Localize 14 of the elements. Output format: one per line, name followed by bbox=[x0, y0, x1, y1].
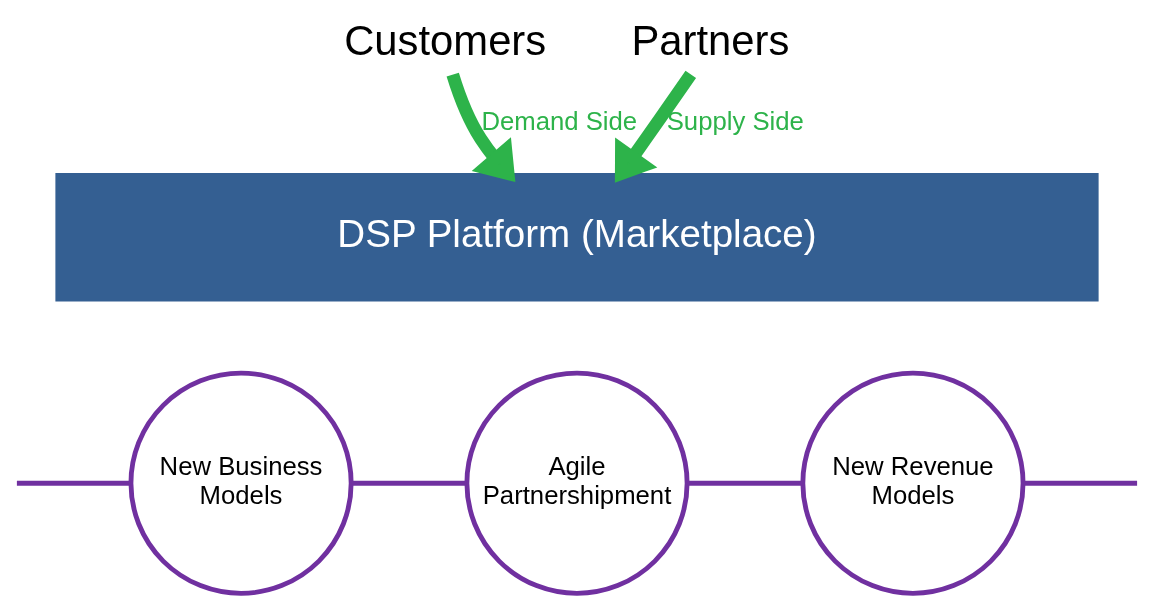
edge-label: Supply Side bbox=[666, 107, 804, 136]
node-circle: Agile Partnershipment bbox=[464, 370, 690, 596]
edge-label: Demand Side bbox=[481, 107, 638, 136]
arrow bbox=[446, 72, 516, 183]
node-text: Customers bbox=[344, 16, 547, 64]
node-text: Partners bbox=[631, 16, 790, 64]
node-box: DSP Platform (Marketplace) bbox=[55, 173, 1099, 302]
node-circle: New Business Models bbox=[128, 370, 354, 596]
arrow bbox=[614, 70, 697, 183]
connector bbox=[1023, 480, 1138, 486]
connector bbox=[687, 480, 803, 486]
connector bbox=[16, 480, 131, 486]
connector bbox=[351, 480, 467, 486]
node-circle: New Revenue Models bbox=[800, 370, 1026, 596]
